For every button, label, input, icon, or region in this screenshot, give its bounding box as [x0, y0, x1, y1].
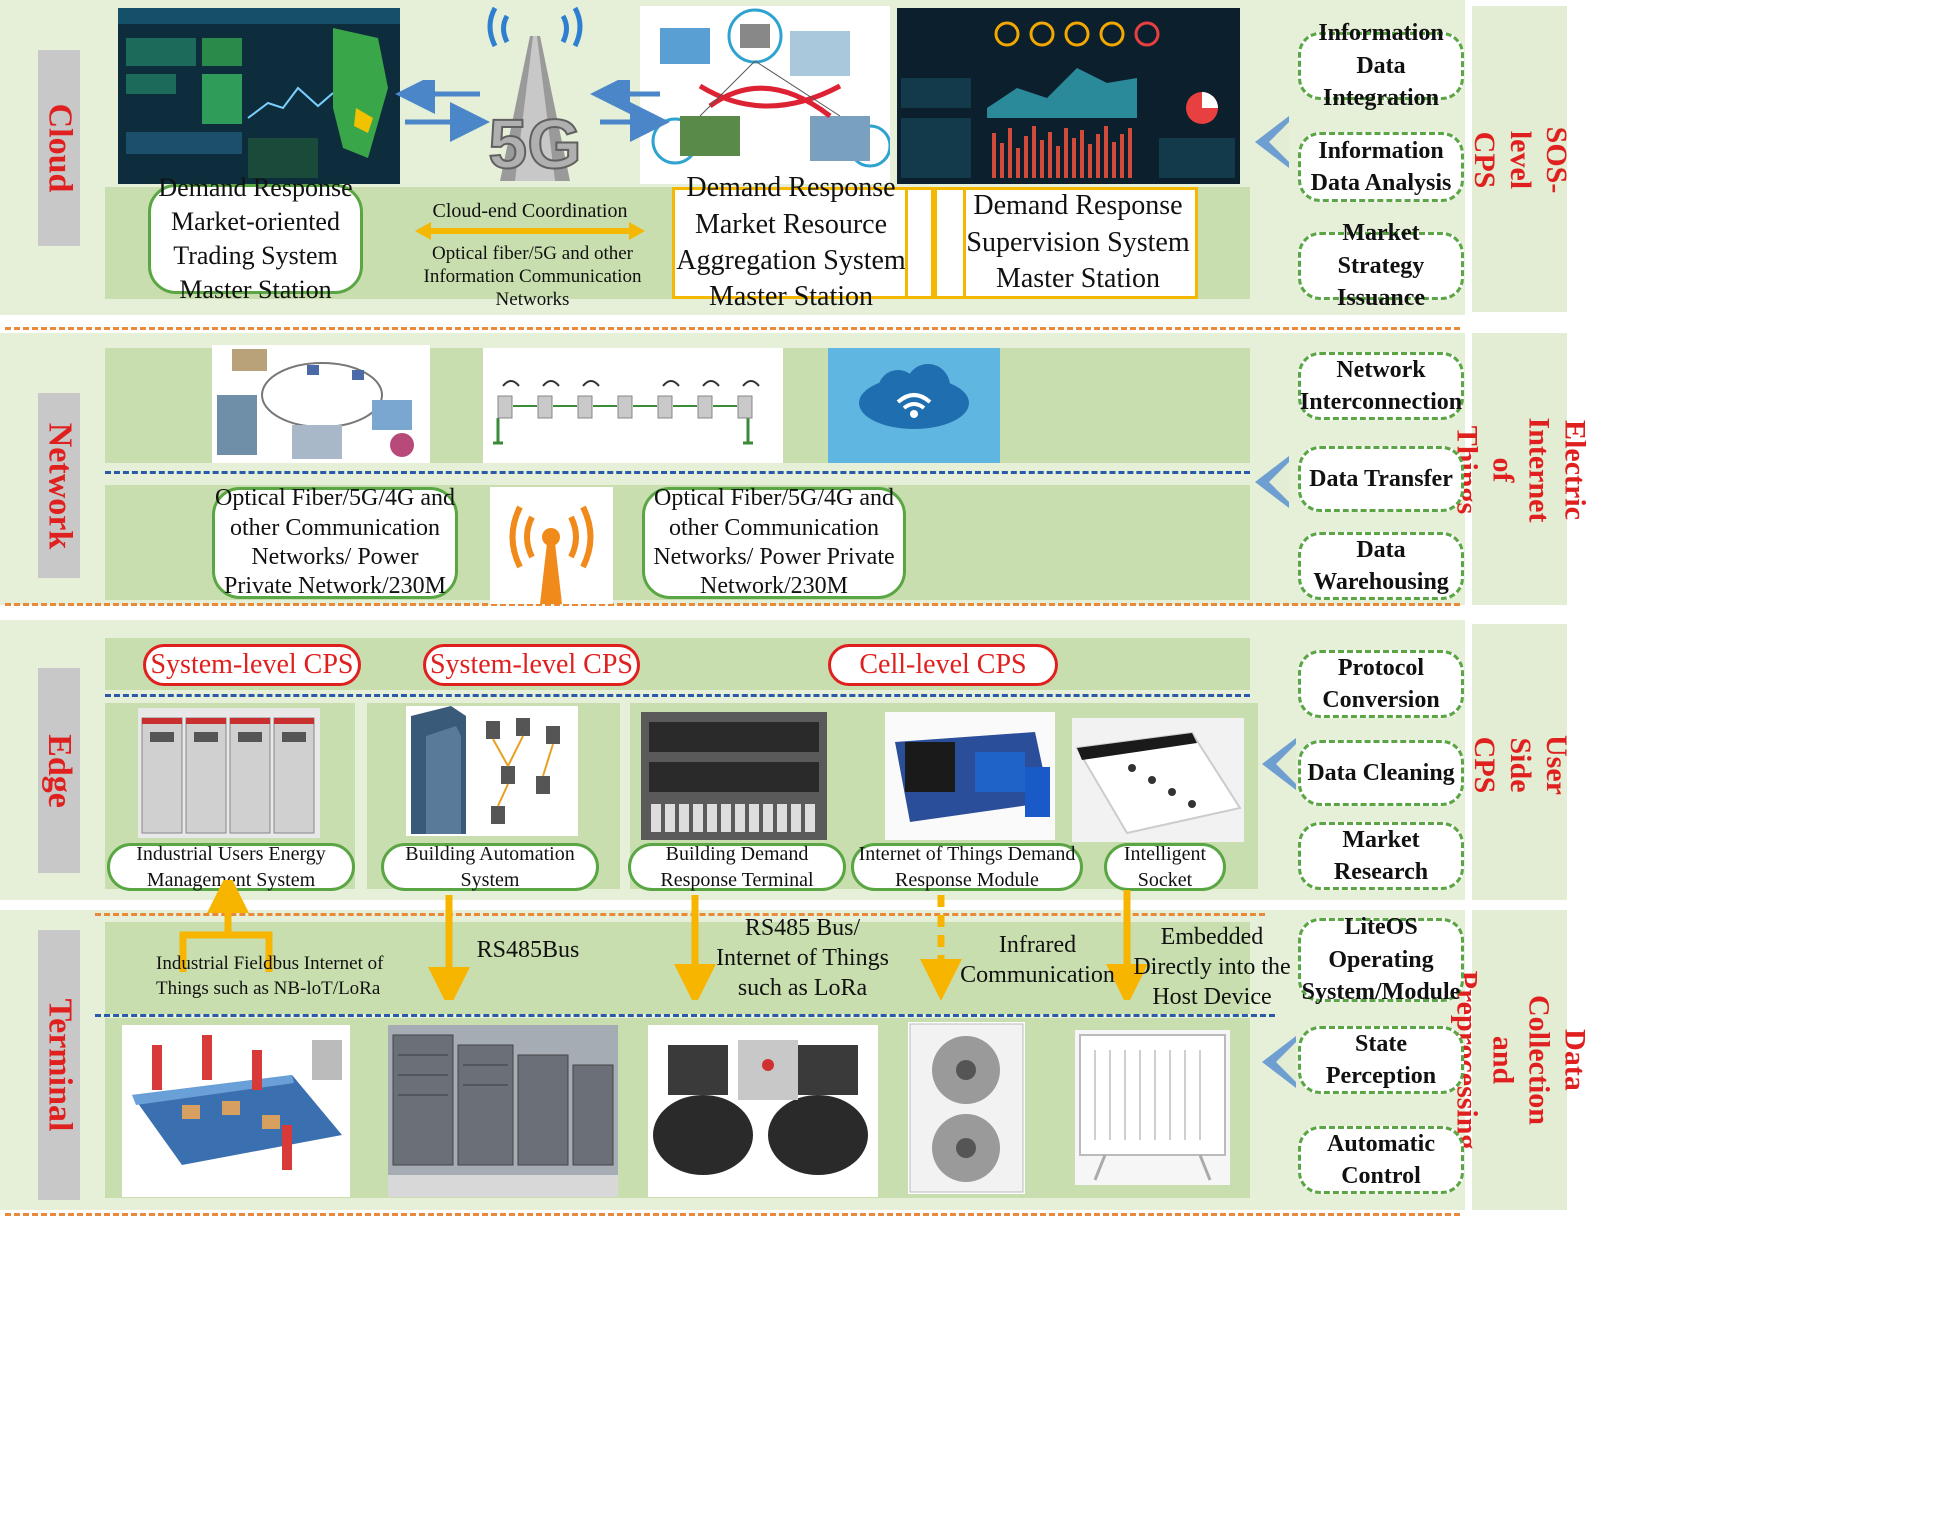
- chevron-network-icon: [1255, 456, 1289, 508]
- separator-3: [95, 913, 1265, 916]
- func-data-transfer: Data Transfer: [1298, 446, 1464, 512]
- 5g-tower-image: 5G: [475, 6, 595, 184]
- layer-cloud: Cloud: [38, 50, 80, 246]
- func-protocol-conversion: Protocol Conversion: [1298, 650, 1464, 718]
- chevron-cloud-icon: [1255, 116, 1289, 168]
- func-data-warehousing: Data Warehousing: [1298, 532, 1464, 600]
- link-label-5: Embedded Directly into the Host Device: [1133, 924, 1291, 1010]
- func-network-interconnection: Network Interconnection: [1298, 352, 1464, 420]
- cps-pill-3: Cell-level CPS: [828, 644, 1058, 686]
- outdoor-ac-image: [908, 1022, 1025, 1194]
- eiot-side-band: [1472, 333, 1567, 605]
- func-market-strategy: Market Strategy Issuance: [1298, 220, 1464, 311]
- edge-blue-divider: [105, 694, 1250, 697]
- comm-networks-label: Optical fiber/5G and other Information C…: [423, 243, 642, 311]
- supervision-system-box: Demand Response Supervision System Maste…: [934, 187, 1198, 299]
- heater-image: [1075, 1030, 1230, 1185]
- svg-text:5G: 5G: [488, 105, 581, 183]
- vrf-units-image: [388, 1025, 618, 1197]
- user-title: User Side CPS: [1468, 735, 1573, 795]
- smart-socket-image: [1072, 718, 1244, 842]
- terminal-blue-divider: [95, 1014, 1275, 1017]
- dcp-title: Data Collection and Preprocessing: [1450, 970, 1591, 1150]
- eiot-title: Electric Internet of Things: [1450, 417, 1591, 523]
- dashboard-image-1: [118, 8, 400, 184]
- edge-device-label-3: Building Demand Response Terminal: [628, 843, 846, 891]
- edge-device-label-2: Building Automation System: [381, 843, 599, 891]
- chiller-image: [648, 1025, 878, 1197]
- func-info-integration: Information Data Integration: [1298, 20, 1464, 111]
- network-topology-image: [212, 345, 430, 463]
- cps-pill-2: System-level CPS: [423, 644, 640, 686]
- chevron-terminal-icon: [1262, 1036, 1296, 1088]
- topology-image: [640, 6, 890, 184]
- func-data-cleaning: Data Cleaning: [1298, 740, 1464, 806]
- cps-pill-1: System-level CPS: [143, 644, 361, 686]
- chevron-edge-icon: [1262, 738, 1296, 790]
- network-right-box: Optical Fiber/5G/4G and other Communicat…: [642, 485, 906, 599]
- user-side-band: [1472, 624, 1567, 900]
- func-automatic-control: Automatic Control: [1298, 1126, 1464, 1194]
- cloud-arrows: [395, 80, 670, 142]
- link-label-4: Infrared Communication: [960, 932, 1115, 988]
- coordination-arrow: [415, 222, 645, 240]
- sos-side-band: [1472, 6, 1567, 312]
- layer-edge: Edge: [38, 668, 80, 873]
- network-left-box: Optical Fiber/5G/4G and other Communicat…: [212, 485, 458, 599]
- separator-2: [5, 603, 1460, 606]
- separator-4: [5, 1213, 1460, 1216]
- dashboard-image-2: [897, 8, 1240, 184]
- sos-title: SOS-level CPS: [1468, 126, 1573, 194]
- cloud-end-coordination-label: Cloud-end Coordination: [432, 200, 628, 222]
- relay-module-image: [885, 712, 1055, 840]
- separator-1: [5, 327, 1460, 330]
- dcp-side-band: [1472, 910, 1567, 1210]
- edge-device-label-5: Intelligent Socket: [1104, 843, 1226, 891]
- network-blue-divider: [105, 471, 1250, 474]
- cloud-wifi-image: [828, 348, 1000, 463]
- link-label-3: RS485 Bus/ Internet of Things such as Lo…: [716, 915, 889, 1001]
- aggregation-system-box: Demand Response Market Resource Aggregat…: [672, 172, 934, 312]
- trading-system-box: Demand Response Market-oriented Trading …: [148, 173, 363, 304]
- factory-image: [122, 1025, 350, 1197]
- layer-network: Network: [38, 393, 80, 578]
- connector-arrows: [179, 880, 1148, 1000]
- layer-terminal: Terminal: [38, 930, 80, 1200]
- link-label-2: RS485Bus: [476, 937, 580, 963]
- building-automation-image: [406, 706, 578, 836]
- antenna-image: [490, 487, 613, 604]
- func-market-research: Market Research: [1298, 822, 1464, 890]
- func-liteos: LiteOS Operating System/Module: [1298, 914, 1464, 1005]
- func-info-analysis: Information Data Analysis: [1298, 132, 1464, 202]
- switchgear-image: [138, 708, 320, 838]
- link-label-1: Industrial Fieldbus Internet of Things s…: [156, 953, 384, 999]
- wireless-nodes-image: [483, 348, 783, 463]
- terminal-panel-image: [641, 712, 827, 840]
- edge-device-label-4: Internet of Things Demand Response Modul…: [851, 843, 1083, 891]
- func-state-perception: State Perception: [1298, 1026, 1464, 1094]
